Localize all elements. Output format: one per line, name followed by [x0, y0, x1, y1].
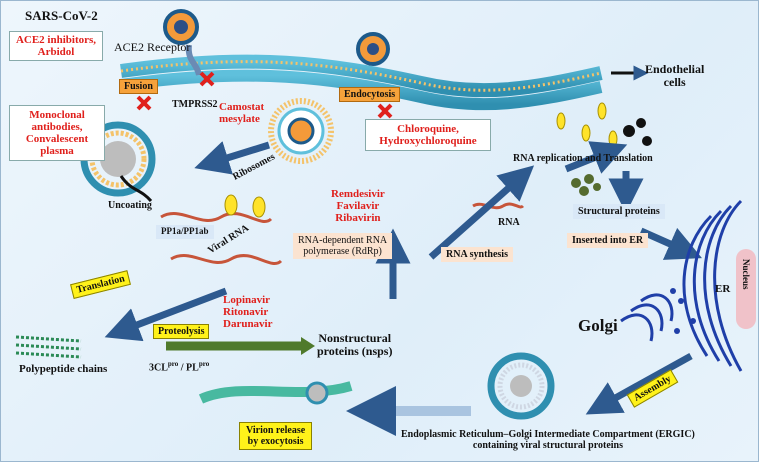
rna-replication-label: RNA replication and Translation — [513, 153, 653, 164]
rna-synthesis-tag: RNA synthesis — [441, 247, 513, 262]
virus-particle-top — [163, 9, 199, 45]
endocytosis-tag: Endocytosis — [339, 87, 401, 102]
viral-rna-strand-lower — [170, 254, 283, 265]
er-label: ER — [715, 283, 731, 295]
ergic-line1: Endoplasmic Reticulum–Golgi Intermediate… — [401, 429, 695, 440]
fusion-tag: Fusion — [119, 79, 158, 94]
nsps-line1: Nonstructural — [318, 331, 392, 345]
inserted-er-tag: Inserted into ER — [567, 233, 649, 248]
block-x-marks — [136, 71, 393, 119]
rdrp-line2: polymerase (RdRp) — [303, 246, 382, 257]
golgi-label: Golgi — [578, 316, 618, 335]
chloroquine-line2: Hydroxychloroquine — [379, 135, 477, 148]
protease-3cl-sup: pro — [167, 360, 179, 368]
virus-label: SARS-CoV-2 — [25, 8, 98, 23]
released-virion — [305, 381, 329, 405]
cell-membrane — [120, 54, 603, 111]
chloroquine-line1: Chloroquine, — [397, 123, 459, 135]
nsps-line2: proteins (nsps) — [317, 344, 393, 359]
ace2-receptor-shape — [185, 44, 202, 76]
rna-strand-small — [472, 202, 525, 210]
er-golgi-structure — [620, 199, 743, 372]
lopinavir-line3: Darunavir — [223, 318, 273, 331]
lopinavir-line2: Ritonavir — [223, 306, 269, 319]
lopinavir-line1: Lopinavir — [223, 294, 271, 306]
monoclonal-line2: antibodies, — [31, 121, 83, 134]
polypeptide-label: Polypeptide chains — [19, 363, 108, 375]
ergic-line2: containing viral structural proteins — [472, 440, 623, 451]
ace2-inhibitors-box: ACE2 inhibitors, Arbidol — [9, 31, 103, 62]
monoclonal-line1: Monoclonal — [29, 109, 85, 121]
tmprss2-label: TMPRSS2 — [172, 99, 218, 110]
protease-pl-sup: pro — [198, 360, 210, 368]
nsps-label: Nonstructural proteins (nsps) — [317, 331, 393, 359]
remdesivir-label: Remdesivir Favilavir Ribavirin — [331, 188, 385, 224]
rdrp-box: RNA-dependent RNA polymerase (RdRp) — [293, 233, 393, 259]
endothelial-label: Endothelial cells — [645, 62, 705, 90]
exocytosis-membrane — [198, 381, 353, 404]
proteolysis-arrowhead — [301, 337, 315, 355]
endosome-vesicle — [268, 98, 334, 164]
virion-release-line1: Virion release — [246, 425, 306, 436]
viral-rna-strand — [160, 212, 273, 223]
endothelial-line2: cells — [663, 75, 686, 90]
virion-release-box: Virion release by exocytosis — [239, 422, 313, 450]
protease-3cl: 3CL — [149, 362, 168, 374]
ergic-vesicle — [487, 352, 555, 420]
monoclonal-box: Monoclonal antibodies, Convalescent plas… — [9, 105, 105, 162]
lopinavir-label: Lopinavir Ritonavir Darunavir — [223, 294, 273, 330]
monoclonal-line3: Convalescent — [25, 133, 89, 146]
virus-particle-endocytosis — [356, 32, 390, 66]
camostat-line2: mesylate — [219, 113, 260, 126]
endothelial-line1: Endothelial — [645, 62, 705, 76]
structural-proteins-tag: Structural proteins — [573, 204, 665, 219]
virion-release-line2: by exocytosis — [247, 436, 304, 447]
ace2-inhibitors-line2: Arbidol — [37, 46, 75, 59]
rdrp-line1: RNA-dependent RNA — [298, 235, 388, 246]
chloroquine-box: Chloroquine, Hydroxychloroquine — [365, 119, 491, 152]
remdesivir-line3: Ribavirin — [335, 212, 381, 225]
ace2-inhibitors-line1: ACE2 inhibitors, — [15, 34, 97, 46]
protease-label: 3CLpro / PLpro — [149, 360, 210, 374]
ergic-label: Endoplasmic Reticulum–Golgi Intermediate… — [401, 429, 695, 451]
monoclonal-line4: plasma — [40, 145, 74, 158]
proteolysis-tag: Proteolysis — [153, 324, 210, 339]
nucleus-shape — [736, 249, 756, 329]
polypeptide-chains — [15, 335, 82, 359]
camostat-label: Camostat mesylate — [219, 101, 264, 125]
flow-arrows — [104, 141, 702, 415]
remdesivir-line2: Favilavir — [336, 200, 380, 213]
rna-label: RNA — [498, 217, 520, 228]
protease-pl: / PL — [178, 362, 199, 374]
translation-granules — [571, 174, 601, 196]
replication-blobs — [623, 118, 652, 146]
pp1a-tag: PP1a/PP1ab — [156, 225, 214, 239]
camostat-line1: Camostat — [219, 101, 265, 113]
er-vesicles — [670, 288, 696, 334]
nucleus-label: Nucleus — [740, 259, 751, 290]
remdesivir-line1: Remdesivir — [331, 188, 385, 200]
uncoating-label: Uncoating — [108, 200, 152, 211]
ace2-receptor-label: ACE2 Receptor — [114, 40, 191, 54]
